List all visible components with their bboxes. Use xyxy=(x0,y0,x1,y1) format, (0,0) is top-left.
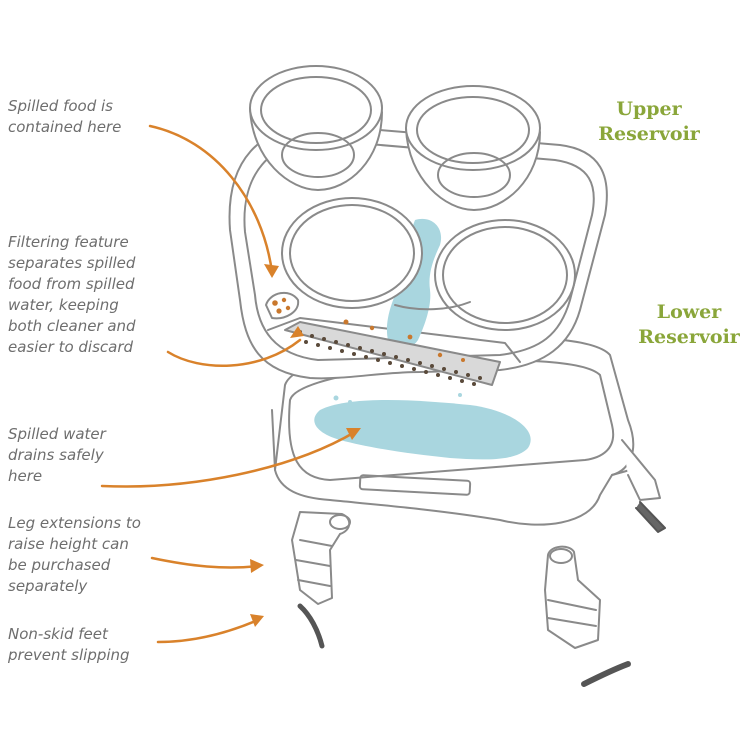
leg-extension-right xyxy=(544,545,601,649)
leg-extension-left xyxy=(291,511,351,605)
upper-bowl-left xyxy=(249,65,383,191)
lower-water-pool xyxy=(314,400,531,460)
arrowhead xyxy=(290,326,304,338)
filter-grid xyxy=(284,319,501,386)
water-droplet xyxy=(333,395,339,401)
water-drains-callout: Spilled water drains safely here xyxy=(8,425,106,485)
filtering-feature-callout: Filtering feature separates spilled food… xyxy=(8,233,136,356)
nonskid-foot-right xyxy=(581,661,631,687)
arrow-spilled-food xyxy=(148,124,274,274)
lower-reservoir-label: Lower Reservoir xyxy=(638,301,740,348)
side-bracket xyxy=(621,439,666,533)
bowl-openings xyxy=(281,197,576,331)
arrow-leg-extensions xyxy=(150,556,260,569)
upper-reservoir-label: Upper Reservoir xyxy=(598,98,700,145)
arrowhead xyxy=(264,264,279,278)
food-pocket xyxy=(265,291,300,320)
arrow-filtering xyxy=(166,338,302,367)
leg-extensions-callout: Leg extensions to raise height can be pu… xyxy=(8,514,141,595)
spilled-food-callout: Spilled food is contained here xyxy=(8,97,122,136)
water-droplet xyxy=(458,393,462,397)
arrowhead xyxy=(250,559,264,573)
nonskid-feet-callout: Non-skid feet prevent slipping xyxy=(8,625,130,664)
upper-bowl-right xyxy=(405,85,541,211)
water-droplet xyxy=(348,400,352,404)
arrowhead xyxy=(346,428,361,440)
nonskid-foot-left xyxy=(297,603,325,649)
upper-water-spill xyxy=(386,218,442,351)
arrowhead xyxy=(250,614,264,627)
arrow-water-drains xyxy=(100,430,357,488)
arrow-nonskid xyxy=(156,618,260,644)
